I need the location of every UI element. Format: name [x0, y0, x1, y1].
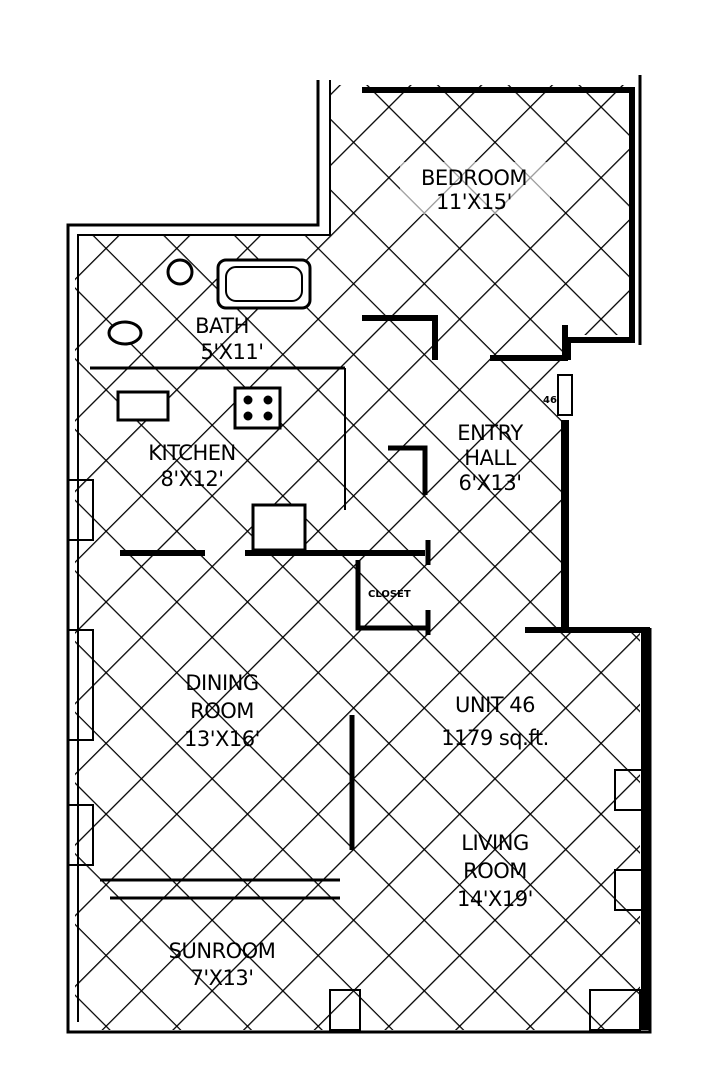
room-name: DINING — [185, 671, 258, 695]
room-size: 13'X16' — [184, 727, 260, 751]
unit-name: UNIT 46 — [455, 693, 535, 717]
room-name: LIVING — [461, 831, 528, 855]
room-name: BATH — [195, 314, 249, 338]
room-size: 6'X13' — [458, 471, 521, 495]
room-sunroom: SUNROOM 7'X13' — [169, 939, 276, 990]
room-size: 8'X12' — [160, 467, 223, 491]
room-name: KITCHEN — [148, 441, 236, 465]
room-dining: DINING ROOM 13'X16' — [184, 671, 260, 751]
room-entry-hall: ENTRY HALL 6'X13' — [457, 421, 524, 495]
room-size: 5'X11' — [200, 340, 263, 364]
unit-info: UNIT 46 1179 sq.ft. — [441, 693, 549, 750]
door-number: 46 — [543, 395, 557, 406]
room-name-2: ROOM — [190, 699, 254, 723]
room-name-2: HALL — [464, 446, 516, 470]
room-kitchen: KITCHEN 8'X12' — [148, 441, 236, 491]
room-living: LIVING ROOM 14'X19' — [457, 831, 533, 911]
room-name-2: ROOM — [463, 859, 527, 883]
floor-hatch — [75, 85, 640, 1030]
room-bath: BATH 5'X11' — [195, 314, 264, 364]
unit-area: 1179 sq.ft. — [441, 726, 549, 750]
outer-walls — [66, 75, 652, 1034]
room-name: ENTRY — [457, 421, 523, 445]
room-name: SUNROOM — [169, 939, 276, 963]
room-size: 11'X15' — [436, 190, 512, 214]
room-size: 14'X19' — [457, 887, 533, 911]
room-bedroom: BEDROOM 11'X15' — [400, 162, 550, 214]
room-closet: CLOSET — [368, 589, 411, 600]
interior-walls — [90, 258, 573, 900]
room-size: 7'X13' — [190, 966, 253, 990]
room-name: BEDROOM — [421, 166, 527, 190]
